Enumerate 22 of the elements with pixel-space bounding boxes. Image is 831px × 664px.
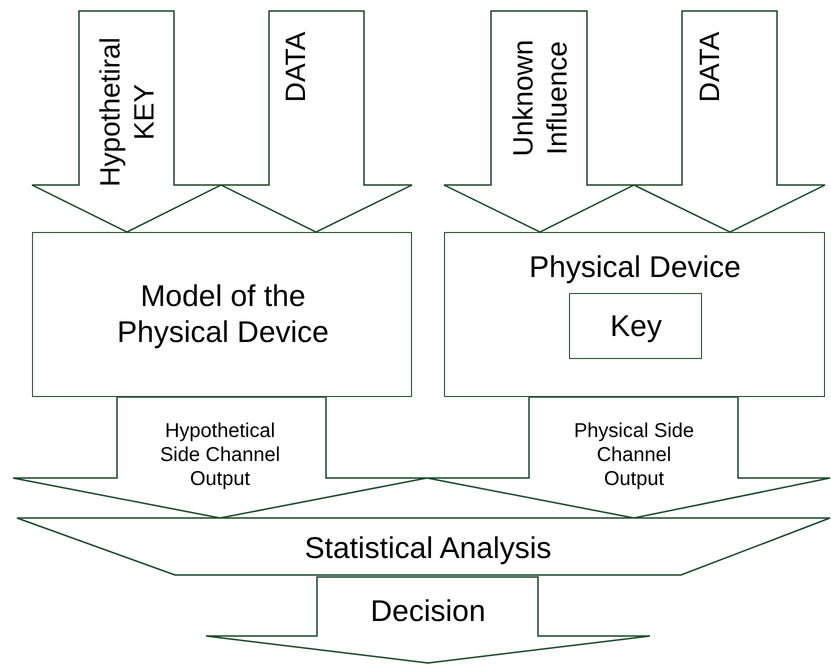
- flow-block: [444, 11, 634, 232]
- flow-block: [17, 518, 830, 575]
- node-label: Decision: [369, 594, 487, 630]
- node-label: Key: [609, 309, 663, 345]
- node-label: Hypothetiral KEY: [93, 36, 160, 189]
- flow-block: [427, 397, 830, 518]
- flow-block: [13, 397, 427, 518]
- flow-block: [634, 11, 825, 232]
- node-label: DATA: [693, 30, 726, 104]
- node-label: Hypothetical Side Channel Output: [158, 419, 282, 491]
- node-label: DATA: [279, 30, 312, 104]
- node-label: Model of the Physical Device: [116, 279, 330, 351]
- flow-block: [206, 577, 650, 663]
- process-box: [32, 232, 412, 397]
- node-label: Physical Device: [528, 250, 742, 286]
- node-label: Physical Side Channel Output: [572, 419, 696, 491]
- process-box: [444, 232, 825, 397]
- flow-block: [221, 11, 412, 232]
- process-box: [569, 293, 702, 359]
- node-label: Unknown Influence: [506, 38, 573, 158]
- flow-block: [32, 11, 221, 232]
- node-label: Statistical Analysis: [304, 531, 552, 567]
